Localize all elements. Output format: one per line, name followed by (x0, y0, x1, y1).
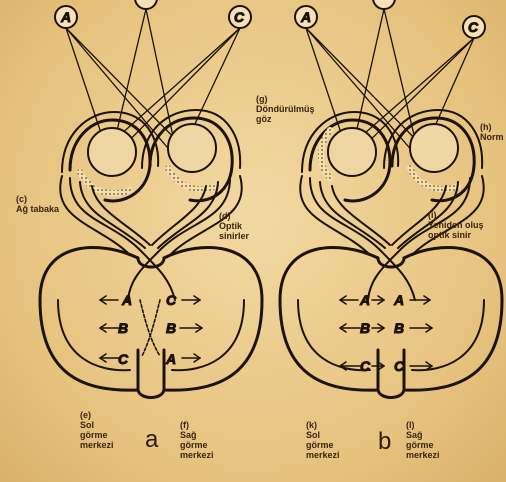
node-a-right-1: B (166, 320, 176, 336)
label-e-0: (e) (80, 410, 114, 420)
panel-b: A C (280, 0, 502, 398)
panel-a-top-circles (55, 0, 251, 28)
label-g: (g) Döndürülmüş göz (256, 94, 315, 124)
label-l: (l) Sağ görme merkezi (406, 420, 440, 460)
circle-b-a-text: A (300, 9, 311, 25)
node-a-left-0: A (121, 292, 132, 308)
circle-a-c-text: C (234, 9, 245, 25)
label-k-2: görme (306, 440, 340, 450)
label-i-0: (i) (428, 210, 484, 220)
label-l-3: merkezi (406, 450, 440, 460)
label-d-1: Optik (219, 221, 249, 231)
label-h: (h) Norm (480, 122, 504, 142)
label-d-2: sinirler (219, 231, 249, 241)
node-b-right-0: A (393, 292, 404, 308)
panel-b-left-eye-rotated (302, 112, 398, 201)
panel-a-right-eye (142, 110, 240, 201)
label-f-1: Sağ (180, 430, 214, 440)
label-l-0: (l) (406, 420, 440, 430)
label-k-0: (k) (306, 420, 340, 430)
node-a-right-2: A (165, 351, 176, 367)
label-e-3: merkezi (80, 440, 114, 450)
label-c: (c) Ağ tabaka (16, 194, 59, 214)
label-f: (f) Sağ görme merkezi (180, 420, 214, 460)
label-e: (e) Sol görme merkezi (80, 410, 114, 450)
label-g-0: (g) (256, 94, 315, 104)
node-a-right-0: C (166, 292, 177, 308)
circle-b-c-text: C (468, 19, 479, 35)
label-k: (k) Sol görme merkezi (306, 420, 340, 460)
label-h-1: Norm (480, 132, 504, 142)
label-i-1: Yeniden oluş (428, 220, 484, 230)
panel-a-arrows (100, 296, 202, 362)
node-b-left-2: C (360, 358, 371, 374)
label-f-2: görme (180, 440, 214, 450)
panel-a-brain-outline (40, 248, 262, 398)
panel-a-letter: a (145, 426, 158, 454)
panel-a: A C (40, 0, 262, 398)
circle-a-a-text: A (60, 9, 71, 25)
panel-b-letter: b (378, 428, 391, 456)
label-c-1: Ağ tabaka (16, 204, 59, 214)
node-b-right-2: C (394, 358, 405, 374)
label-i-2: optik sinir (428, 230, 484, 240)
label-f-3: merkezi (180, 450, 214, 460)
label-e-2: görme (80, 430, 114, 440)
node-b-right-1: B (394, 320, 404, 336)
panel-b-arrows (340, 296, 432, 370)
node-b-left-1: B (360, 320, 370, 336)
label-k-1: Sol (306, 430, 340, 440)
node-b-left-0: A (359, 292, 370, 308)
label-k-3: merkezi (306, 450, 340, 460)
panel-a-optic-nerves (60, 176, 242, 300)
node-a-left-1: B (118, 320, 128, 336)
label-l-2: görme (406, 440, 440, 450)
circle-b-b (373, 0, 395, 9)
label-g-1: Döndürülmüş (256, 104, 315, 114)
label-e-1: Sol (80, 420, 114, 430)
label-l-1: Sağ (406, 430, 440, 440)
label-i: (i) Yeniden oluş optik sinir (428, 210, 484, 240)
circle-a-b (135, 0, 157, 9)
label-d-0: (d) (219, 211, 249, 221)
label-g-2: göz (256, 114, 315, 124)
label-c-0: (c) (16, 194, 59, 204)
node-a-left-2: C (118, 351, 129, 367)
label-f-0: (f) (180, 420, 214, 430)
label-h-0: (h) (480, 122, 504, 132)
panel-b-brain-outline (280, 248, 502, 398)
label-d: (d) Optik sinirler (219, 211, 249, 241)
